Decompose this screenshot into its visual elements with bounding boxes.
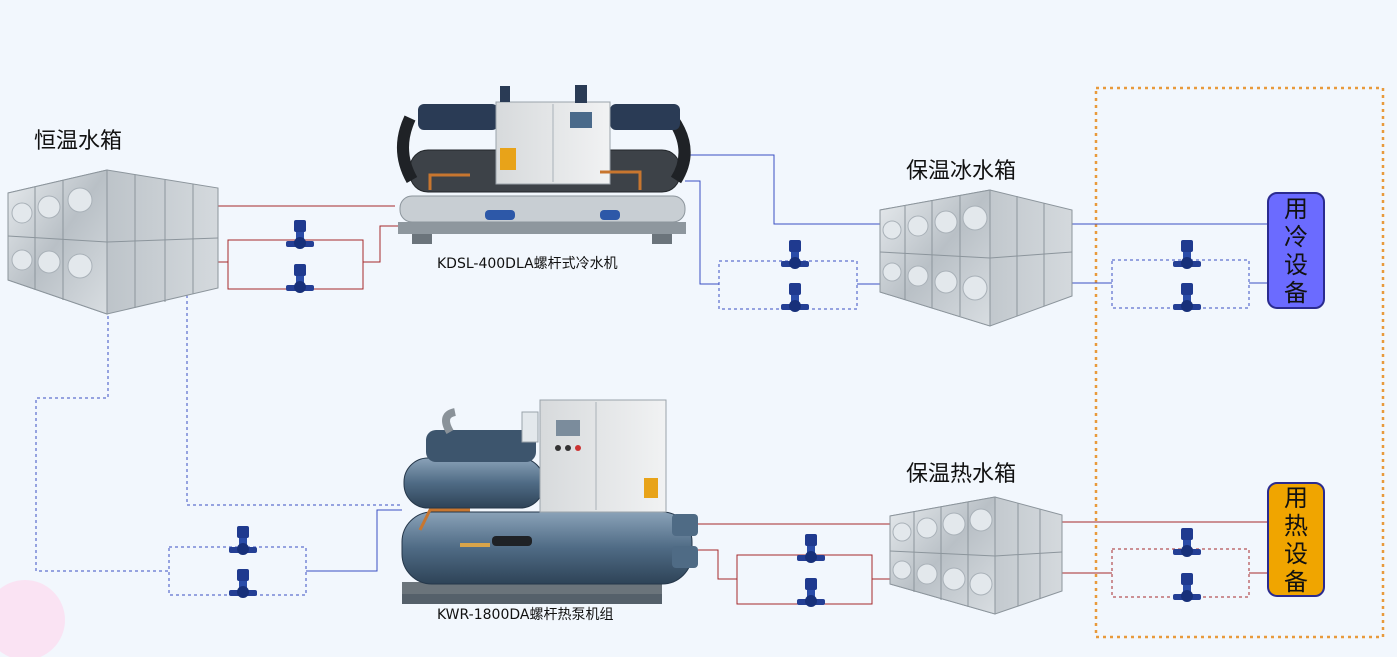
hot-water-tank-title: 保温热水箱	[906, 462, 1016, 487]
pump-icon	[286, 264, 314, 293]
pump-icon	[1173, 528, 1201, 557]
pump-icon	[797, 534, 825, 563]
heating-equipment-char: 备	[1284, 567, 1308, 596]
constant-temp-tank-title: 恒温水箱	[34, 129, 122, 154]
heating-equipment-box: 用 热 设 备	[1267, 482, 1325, 597]
pump-icon	[1173, 573, 1201, 602]
ice-water-tank-title: 保温冰水箱	[906, 159, 1016, 184]
pump-icon	[229, 526, 257, 555]
cooling-equipment-char: 备	[1284, 278, 1308, 307]
cooling-equipment-char: 冷	[1284, 222, 1308, 251]
hot-water-tank	[889, 496, 1063, 615]
chiller-unit	[396, 85, 691, 244]
pump-icon	[1173, 283, 1201, 312]
pump-icon	[229, 569, 257, 598]
heating-equipment-char: 用	[1284, 483, 1308, 512]
heat-pump-model-label: KWR-1800DA螺杆热泵机组	[437, 607, 613, 623]
constant-temp-tank	[7, 169, 219, 315]
pump-icon	[781, 283, 809, 312]
corner-glow	[0, 580, 65, 657]
pump-icon	[1173, 240, 1201, 269]
heat-pump-unit	[401, 399, 698, 604]
pump-icon	[286, 220, 314, 249]
user-equipment-group-border	[1094, 86, 1385, 639]
ice-water-tank	[879, 189, 1073, 327]
pump-icon	[797, 578, 825, 607]
heating-equipment-char: 热	[1284, 511, 1308, 540]
cooling-equipment-box: 用 冷 设 备	[1267, 192, 1325, 309]
heating-equipment-char: 设	[1284, 539, 1308, 568]
cooling-equipment-char: 设	[1284, 250, 1308, 279]
chiller-model-label: KDSL-400DLA螺杆式冷水机	[437, 256, 618, 272]
cooling-equipment-char: 用	[1284, 194, 1308, 223]
pump-icon	[781, 240, 809, 269]
